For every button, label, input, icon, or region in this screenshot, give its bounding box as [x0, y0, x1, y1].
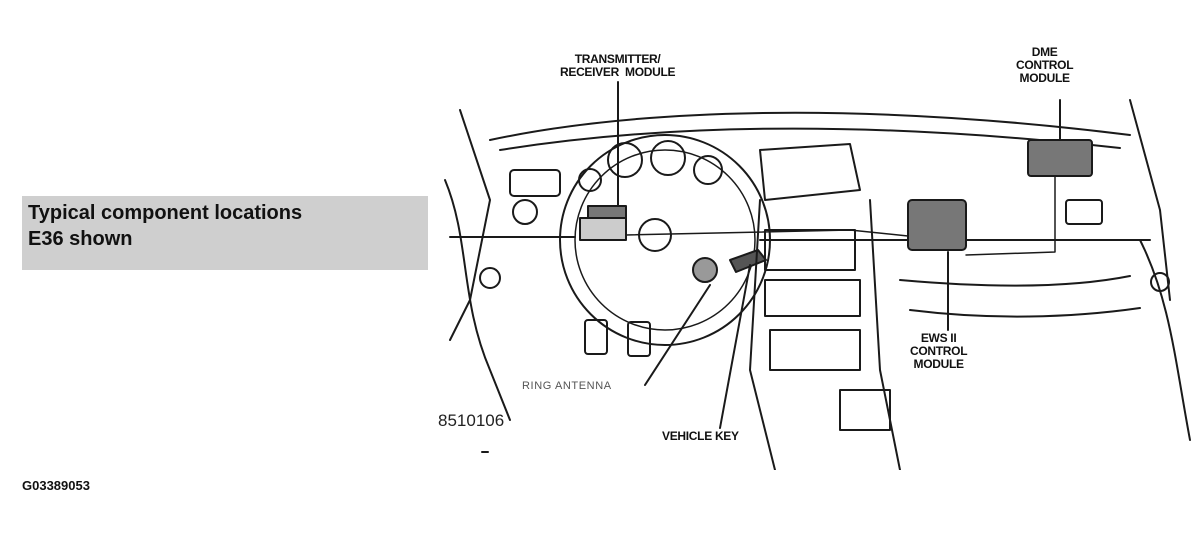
console-storage: [839, 389, 891, 431]
label-transmitter-module: TRANSMITTER/ RECEIVER MODULE: [560, 52, 676, 79]
dashboard-diagram: TRANSMITTER/ RECEIVER MODULE DME CONTROL…: [430, 40, 1200, 471]
label-vehicle-key: VEHICLE KEY: [662, 429, 739, 443]
left-vent: [509, 169, 561, 197]
label-dme-control-module: DME CONTROL MODULE: [1016, 45, 1074, 85]
climate-unit: [764, 279, 861, 317]
gauge-2: [650, 140, 686, 176]
dash-top-inner: [499, 127, 1121, 151]
console-right: [869, 199, 901, 471]
dash-top-outline: [489, 111, 1131, 141]
gauge-1: [607, 142, 643, 178]
left-door: [444, 179, 511, 421]
ews-module: [907, 199, 967, 251]
label-ring-antenna: RING ANTENNA: [522, 380, 612, 392]
radio-unit: [764, 229, 856, 271]
label-part-number: 8510106: [438, 411, 505, 430]
console-left: [749, 199, 776, 471]
transmitter-module-front: [579, 217, 627, 241]
caption-line-1: Typical component locations: [28, 202, 303, 224]
ignition-lock: [692, 257, 718, 283]
caption-line-2: E36 shown: [28, 228, 133, 250]
ring-antenna-leader: [644, 284, 711, 386]
left-speaker: [479, 267, 501, 289]
wiring-to-dme: [965, 175, 1056, 256]
wiring-harness: [625, 229, 909, 237]
left-pillar: [449, 109, 491, 341]
right-door: [1139, 239, 1191, 441]
vehicle-key-leader: [719, 264, 751, 429]
shifter-area: [769, 329, 861, 371]
glovebox: [899, 275, 1131, 287]
vehicle-key: [729, 249, 767, 273]
dme-module: [1027, 139, 1093, 177]
caption-box: Typical component locations E36 shown: [22, 196, 428, 270]
pedal-brake: [584, 319, 608, 355]
dashboard-drawing: [444, 81, 1191, 471]
center-stack-top: [759, 143, 861, 201]
steering-wheel-inner: [574, 149, 756, 331]
glovebox-bottom: [909, 307, 1141, 318]
right-pillar: [1129, 99, 1171, 301]
figure-id: G03389053: [22, 478, 90, 493]
gauge-4: [578, 168, 602, 192]
label-ews-control-module: EWS II CONTROL MODULE: [910, 331, 968, 371]
right-vent: [1065, 199, 1103, 225]
left-knob: [512, 199, 538, 225]
gauge-3: [693, 155, 723, 185]
right-speaker: [1150, 272, 1170, 292]
pedal-clutch: [627, 321, 651, 357]
